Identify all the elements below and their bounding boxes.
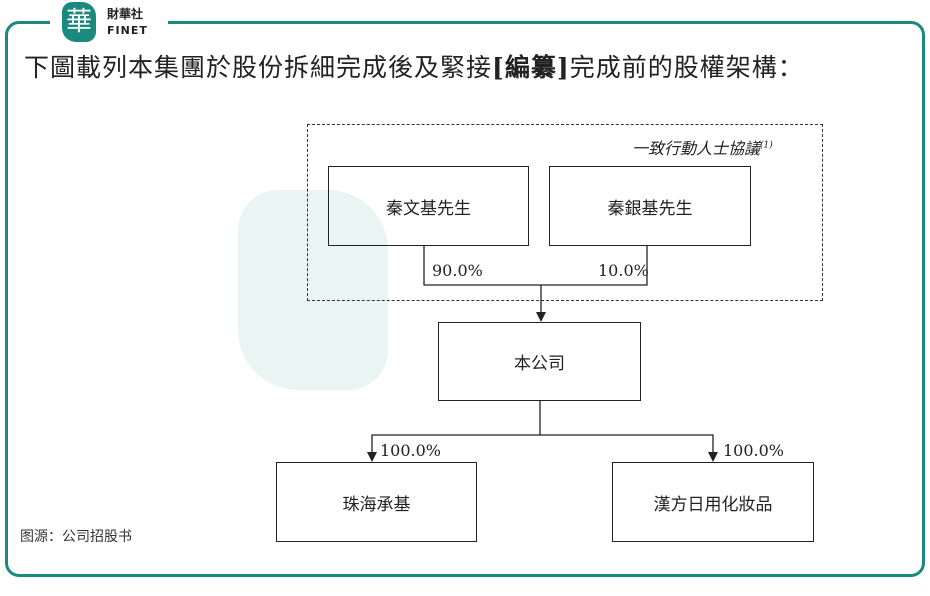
subsidiary-box: 珠海承基 — [276, 462, 477, 542]
shareholder-connector — [423, 245, 648, 286]
source-caption: 图源：公司招股书 — [20, 529, 132, 545]
title-suffix: 完成前的股權架構： — [569, 53, 804, 82]
subsidiary-box: 漢方日用化妝品 — [612, 462, 814, 542]
arrow-head-icon — [708, 452, 718, 462]
finet-logo-icon: 華 — [62, 2, 96, 42]
shareholding-percent: 10.0% — [598, 261, 649, 280]
content-frame — [5, 21, 925, 577]
arrow-head-icon — [536, 312, 546, 322]
shareholder-box: 秦銀基先生 — [549, 166, 751, 246]
title-redacted: [編纂] — [492, 53, 570, 82]
concert-party-group — [307, 124, 823, 301]
title-prefix: 下圖載列本集團於股份拆細完成後及緊接 — [24, 53, 493, 82]
shareholder-name: 秦銀基先生 — [607, 198, 693, 219]
subsidiary-percent: 100.0% — [723, 441, 785, 460]
page-title: 下圖載列本集團於股份拆細完成後及緊接[編纂]完成前的股權架構： — [24, 48, 804, 84]
shareholder-box: 秦文基先生 — [328, 166, 529, 246]
logo-english: FINET — [107, 24, 148, 37]
arrow-head-icon — [367, 452, 377, 462]
shareholding-percent: 90.0% — [432, 261, 483, 280]
subsidiary-percent: 100.0% — [380, 441, 442, 460]
logo-chinese: 財華社 — [107, 7, 144, 21]
subsidiary-name: 漢方日用化妝品 — [653, 494, 773, 515]
company-box: 本公司 — [438, 322, 641, 401]
agreement-note: (1) — [760, 140, 773, 151]
subsidiary-name: 珠海承基 — [342, 494, 411, 515]
agreement-label: 一致行動人士協議(1) — [632, 135, 773, 159]
company-name: 本公司 — [514, 354, 565, 374]
shareholder-name: 秦文基先生 — [386, 198, 471, 219]
subsidiary-connector — [371, 434, 714, 454]
watermark-mark — [238, 190, 388, 390]
agreement-text: 一致行動人士協議 — [632, 139, 761, 158]
